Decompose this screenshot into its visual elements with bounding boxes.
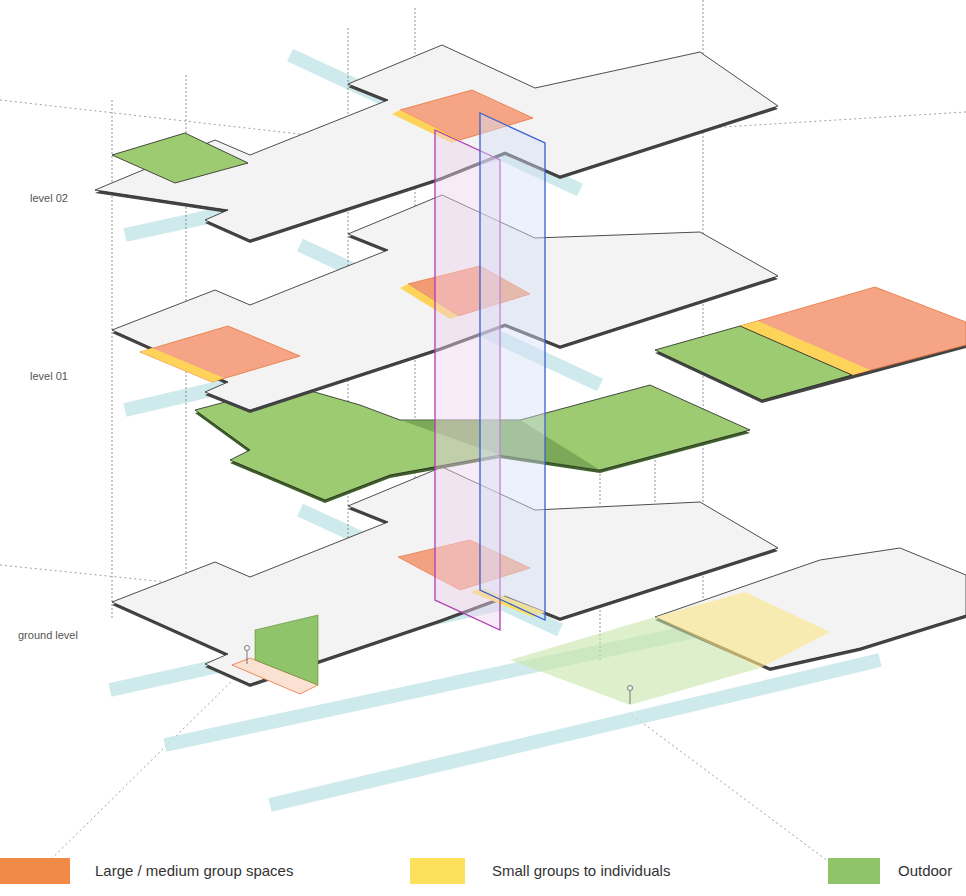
level-label: ground level (16, 628, 80, 642)
level-label: level 02 (28, 191, 70, 205)
legend-swatch (828, 858, 880, 884)
legend-text: Small groups to individuals (492, 861, 670, 881)
legend-swatch (410, 858, 465, 884)
perspective-lines (0, 100, 966, 885)
person-figures (245, 646, 633, 705)
circulation-bands (110, 55, 880, 805)
legend-text: Large / medium group spaces (95, 861, 293, 881)
legend-text: Outdoor (898, 861, 952, 881)
vertical-plane (480, 113, 545, 620)
legend-swatch (0, 858, 70, 884)
level-label: level 01 (28, 369, 70, 383)
